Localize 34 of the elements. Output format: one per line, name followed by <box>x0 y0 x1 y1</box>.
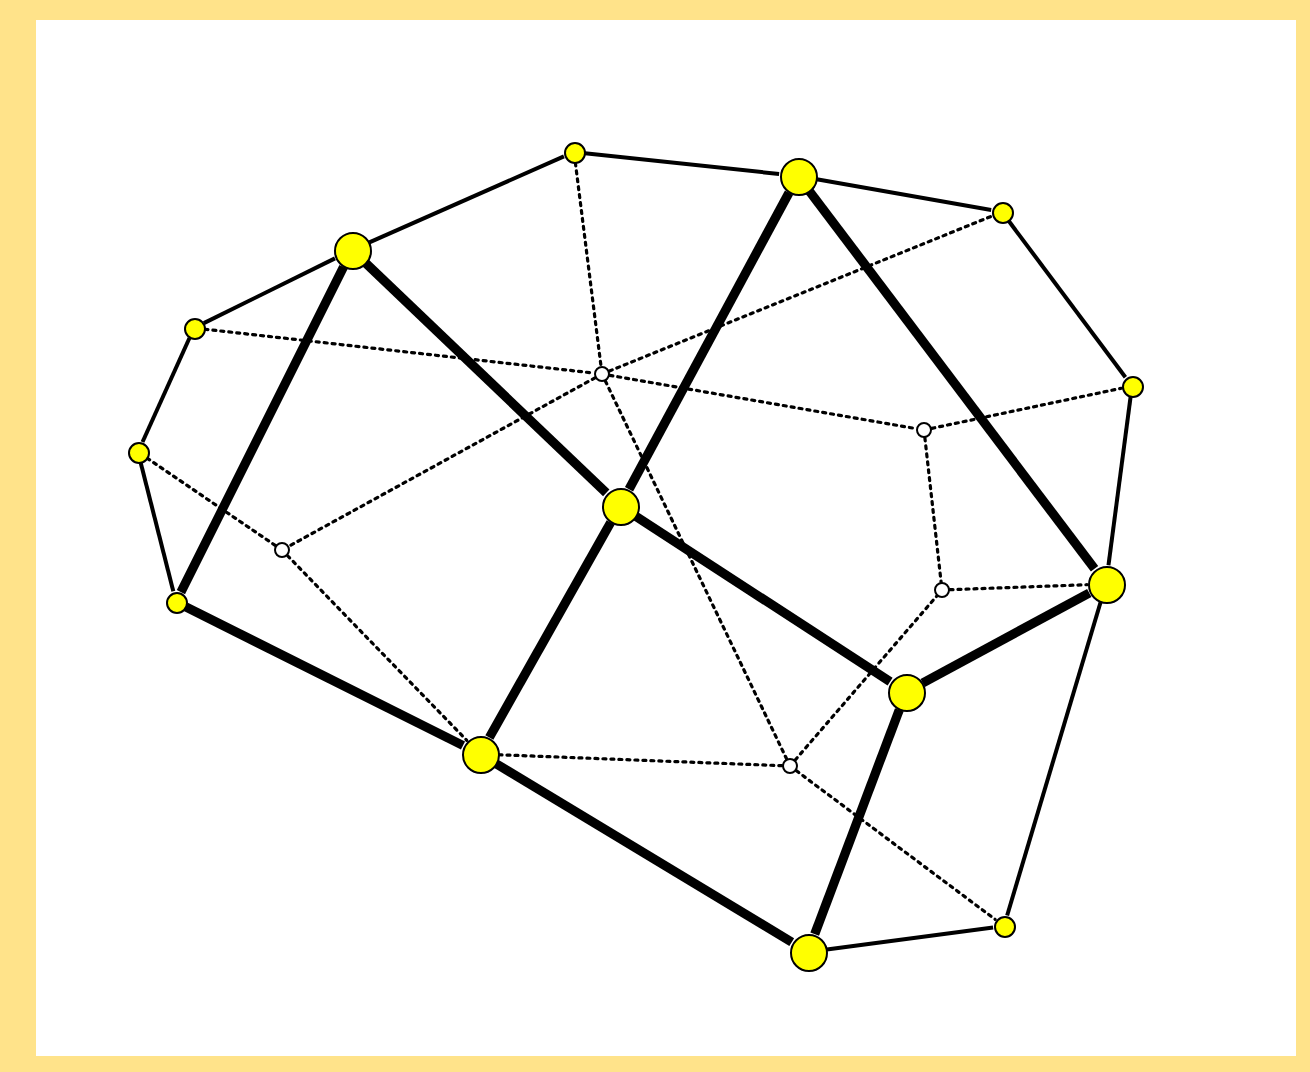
connector-line <box>493 759 795 947</box>
dotted-line <box>287 376 597 548</box>
dotted-line <box>930 386 1123 430</box>
connector-line <box>176 264 348 595</box>
dotted-line <box>607 214 994 373</box>
connector-line <box>805 188 1099 572</box>
connector-line <box>1006 219 1128 379</box>
connector-line <box>826 925 994 952</box>
dotted-line <box>948 583 1089 592</box>
connector-line <box>138 462 176 592</box>
dotted-line <box>145 456 277 548</box>
dotted-line <box>923 436 943 584</box>
connector-line <box>140 337 192 443</box>
connector-line <box>485 520 615 740</box>
dotted-line <box>603 379 789 761</box>
connector-line <box>368 154 565 245</box>
dotted-line <box>203 327 596 375</box>
connector-line <box>584 151 780 176</box>
dotted-line <box>794 769 997 921</box>
connector-line <box>362 259 610 497</box>
dotted-line <box>608 373 918 431</box>
dotted-line <box>793 594 939 762</box>
connector-line <box>1005 601 1103 917</box>
connector-line <box>624 190 794 492</box>
connector-line <box>920 588 1092 688</box>
connector-line <box>810 708 904 936</box>
dotted-line <box>285 554 469 742</box>
connector-line <box>183 602 466 750</box>
connector-line <box>633 512 893 686</box>
connector-line <box>816 177 992 213</box>
connector-line <box>1106 396 1133 566</box>
dotted-line <box>497 753 784 768</box>
dotted-line <box>573 161 603 368</box>
connector-line <box>202 256 336 325</box>
